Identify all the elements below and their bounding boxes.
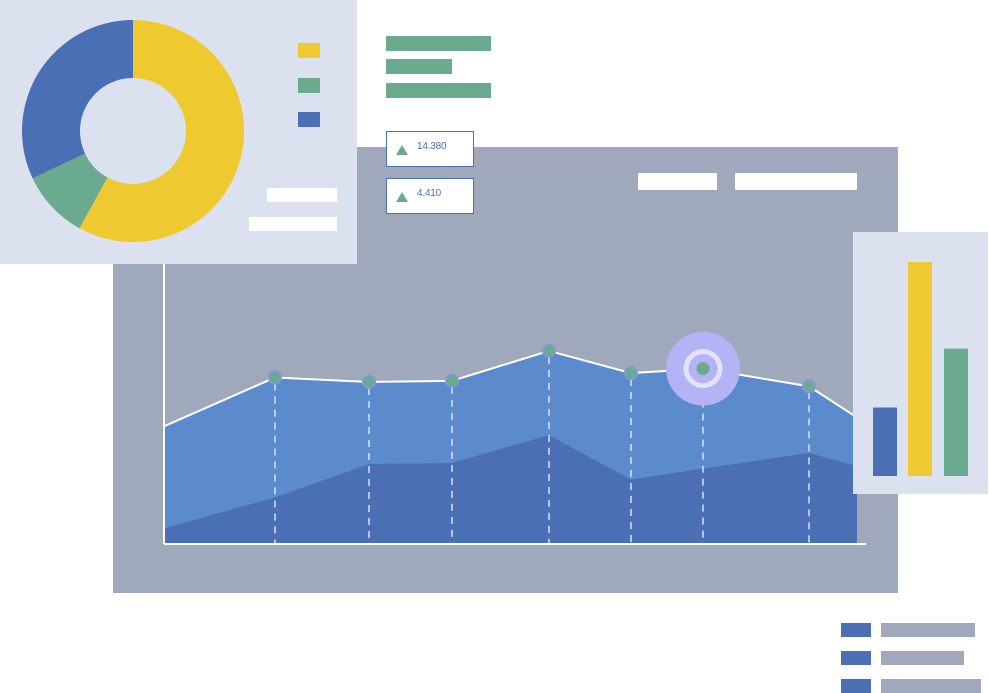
donut-slice-1 [79,20,244,242]
legend-square-1 [841,623,871,637]
donut-caption-bar-2 [249,217,337,231]
donut-caption-bar-1 [267,188,337,202]
area-series-2 [164,435,857,544]
marker-layer [268,331,816,406]
area-chart [163,264,866,545]
legend-swatch-yellow [298,43,320,58]
bar-2 [908,262,932,476]
data-point-1 [268,370,282,385]
axis-layer [163,264,866,545]
stat-card-1: 14.380 [386,131,474,167]
stat-value: 4.410 [417,188,442,199]
trend-up-icon [396,192,408,202]
trend-up-icon [396,145,408,155]
legend-line-2 [881,651,964,665]
stat-value: 14.380 [417,141,447,152]
donut-chart [21,20,244,242]
donut-slice-3 [21,20,133,179]
bar-1 [873,407,897,476]
legend-square-2 [841,651,871,665]
data-point-2 [362,374,376,389]
bar-chart [873,262,968,476]
data-point-5 [624,366,638,381]
bar-3 [944,348,968,476]
legend-square-3 [841,679,871,693]
text-line-3 [386,83,491,98]
stat-card-2: 4.410 [386,178,474,214]
data-point-7 [802,379,816,394]
header-bar-long [735,173,857,190]
legend-swatch-green [298,78,320,93]
highlight-ring [683,349,723,389]
header-bar-short [638,173,717,190]
legend-swatch-blue [298,112,320,127]
text-line-2 [386,59,452,74]
text-line-1 [386,36,491,51]
data-point-3 [445,373,459,388]
data-point-4 [542,343,556,358]
donut-slice-2 [32,153,108,229]
highlight-point [696,362,710,376]
legend-line-3 [881,679,981,693]
legend-line-1 [881,623,975,637]
